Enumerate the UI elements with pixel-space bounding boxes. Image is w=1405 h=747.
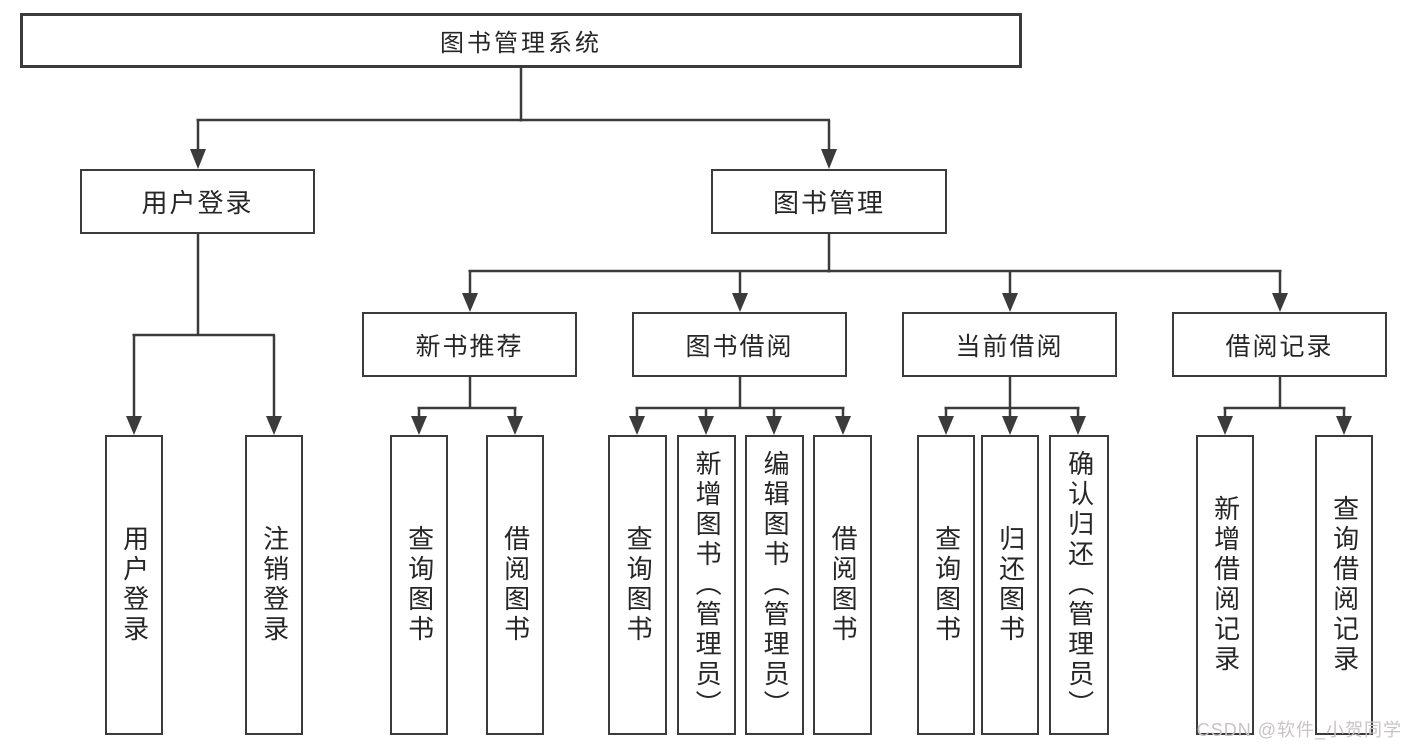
- node-label: 查询借阅记录: [1329, 495, 1360, 675]
- node-user-login: 用户登录: [80, 169, 315, 234]
- node-book-borrowing: 图书借阅: [632, 312, 847, 377]
- connector-current-borrowing-to-leaves: [938, 377, 1086, 435]
- leaf-current-return-books: 归还图书: [981, 435, 1039, 735]
- connector-new-book-to-leaves: [411, 377, 523, 435]
- leaf-borrowing-borrow-books: 借阅图书: [813, 435, 872, 735]
- node-label: 新书推荐: [415, 332, 524, 361]
- node-current-borrowing: 当前借阅: [902, 312, 1117, 377]
- node-label: 用户登录: [119, 525, 150, 645]
- connector-book-borrowing-to-leaves: [629, 377, 851, 435]
- leaf-logout: 注销登录: [245, 435, 303, 735]
- connector-arrowhead: [1336, 416, 1352, 435]
- connector-arrowhead: [126, 416, 142, 435]
- connector-arrowhead: [411, 416, 427, 435]
- node-book-management: 图书管理: [711, 169, 947, 234]
- node-library-management-system: 图书管理系统: [20, 13, 1022, 68]
- node-label: 注销登录: [259, 525, 290, 645]
- node-label: 图书管理: [772, 188, 885, 218]
- leaf-records-query-borrow-record: 查询借阅记录: [1315, 435, 1373, 735]
- leaf-user-login: 用户登录: [105, 435, 163, 735]
- connector-borrowing-records-to-leaves: [1217, 377, 1352, 435]
- node-label: 用户登录: [141, 188, 254, 218]
- node-label: 确认归还（管理员）: [1064, 450, 1095, 720]
- connector-arrowhead: [766, 416, 782, 435]
- leaf-newbook-borrow-books: 借阅图书: [486, 435, 544, 735]
- connector-arrowhead: [1002, 293, 1018, 312]
- connector-book-management-to-groups: [462, 234, 1288, 312]
- node-new-book-recommendation: 新书推荐: [362, 312, 577, 377]
- connector-root-to-branches: [190, 68, 837, 169]
- connector-arrowhead: [190, 149, 206, 169]
- leaf-records-add-borrow-record: 新增借阅记录: [1196, 435, 1254, 735]
- connector-arrowhead: [507, 416, 523, 435]
- csdn-watermark: CSDN @软件_小贺同学: [1196, 720, 1402, 740]
- leaf-borrowing-query-books: 查询图书: [608, 435, 667, 735]
- node-label: 图书借阅: [685, 332, 794, 361]
- node-label: 图书管理系统: [440, 30, 602, 57]
- node-label: 编辑图书（管理员）: [760, 450, 791, 720]
- node-label: 查询图书: [404, 525, 435, 645]
- node-label: 借阅图书: [828, 525, 859, 645]
- node-label: 新增图书（管理员）: [692, 450, 723, 720]
- connector-arrowhead: [266, 416, 282, 435]
- leaf-borrowing-edit-books-admin: 编辑图书（管理员）: [745, 435, 804, 735]
- connector-arrowhead: [1070, 416, 1086, 435]
- node-borrowing-records: 借阅记录: [1172, 312, 1387, 377]
- connector-arrowhead: [938, 416, 954, 435]
- node-label: 查询图书: [931, 525, 962, 645]
- node-label: 借阅记录: [1225, 332, 1334, 361]
- connector-arrowhead: [1272, 293, 1288, 312]
- connector-arrowhead: [462, 293, 478, 312]
- leaf-newbook-query-books: 查询图书: [390, 435, 448, 735]
- leaf-borrowing-add-books-admin: 新增图书（管理员）: [677, 435, 736, 735]
- leaf-current-confirm-return-admin: 确认归还（管理员）: [1049, 435, 1109, 735]
- connector-arrowhead: [698, 416, 714, 435]
- node-label: 新增借阅记录: [1210, 495, 1241, 675]
- node-label: 借阅图书: [500, 525, 531, 645]
- node-label: 归还图书: [995, 525, 1026, 645]
- node-label: 当前借阅: [955, 332, 1064, 361]
- connector-arrowhead: [732, 293, 748, 312]
- connector-arrowhead: [629, 416, 645, 435]
- connector-arrowhead: [1002, 416, 1018, 435]
- connector-arrowhead: [821, 149, 837, 169]
- node-label: 查询图书: [623, 525, 654, 645]
- leaf-current-query-books: 查询图书: [917, 435, 975, 735]
- connector-user-login-to-leaves: [126, 234, 282, 435]
- connector-arrowhead: [1217, 416, 1233, 435]
- connector-arrowhead: [835, 416, 851, 435]
